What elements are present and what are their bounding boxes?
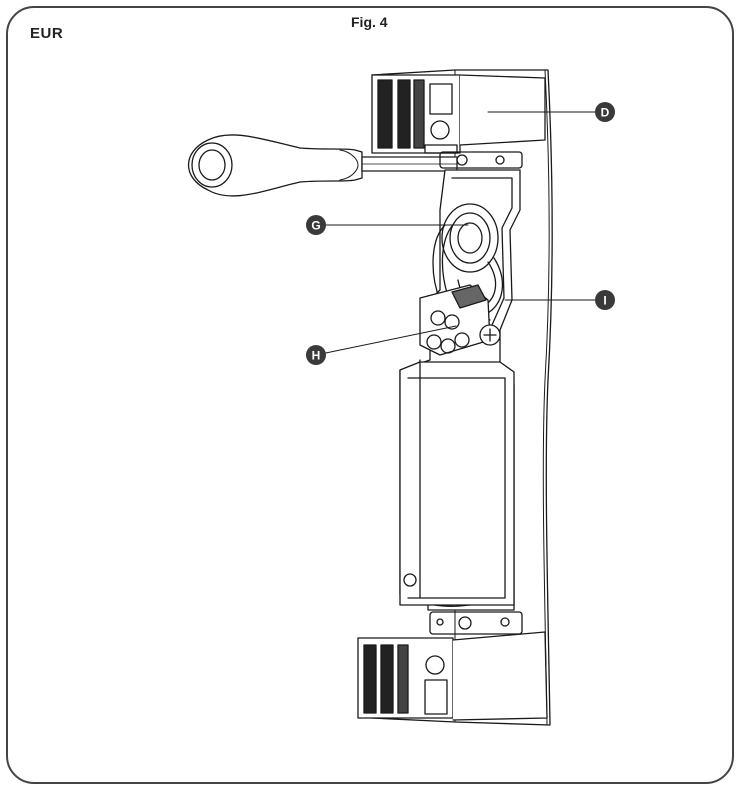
svg-text:G: G [311, 219, 320, 233]
figure-frame [6, 6, 734, 784]
callout-G: G [306, 215, 326, 235]
callout-D: D [595, 102, 615, 122]
battery-compartment [399, 361, 515, 606]
terminal-block-icon [419, 284, 491, 356]
ground-screw-icon [479, 324, 501, 346]
callout-H: H [306, 345, 326, 365]
top-housing [371, 74, 461, 154]
region-label: EUR [30, 25, 64, 42]
svg-text:H: H [312, 349, 321, 363]
cable-gland [432, 203, 499, 301]
figure-label: Fig. 4 [351, 14, 388, 30]
screwdriver-icon [187, 134, 458, 197]
bottom-housing [357, 637, 454, 719]
back-plate [371, 69, 553, 726]
svg-text:D: D [601, 106, 610, 120]
callout-I: I [595, 290, 615, 310]
svg-text:I: I [603, 294, 606, 308]
